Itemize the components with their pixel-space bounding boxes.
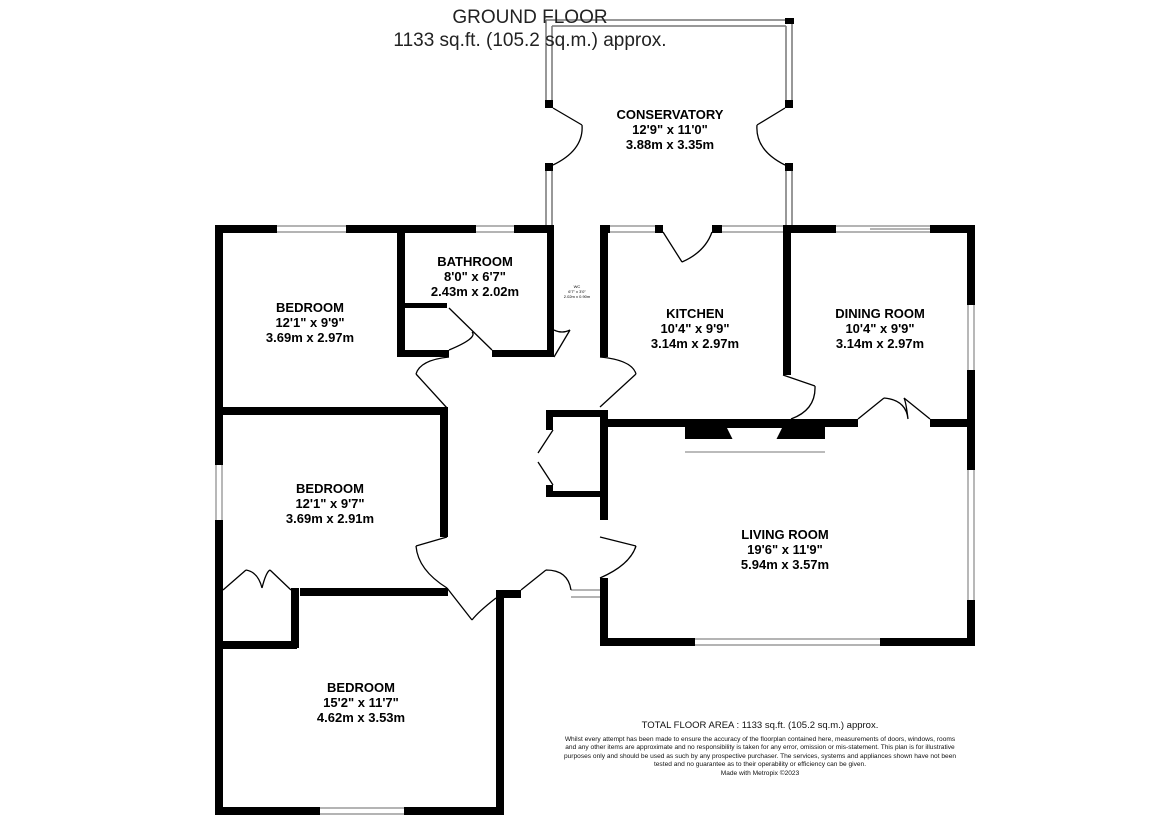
room-kitchen: KITCHEN 10'4" x 9'9" 3.14m x 2.97m bbox=[620, 306, 770, 351]
room-metric: 3.14m x 2.97m bbox=[650, 336, 740, 351]
room-conservatory: CONSERVATORY 12'9" x 11'0" 3.88m x 3.35m bbox=[590, 107, 750, 152]
room-metric: 4.62m x 3.53m bbox=[316, 710, 406, 725]
room-imperial: 12'9" x 11'0" bbox=[632, 122, 708, 137]
room-name: BATHROOM bbox=[437, 254, 513, 269]
plan-footer: TOTAL FLOOR AREA : 1133 sq.ft. (105.2 sq… bbox=[560, 720, 960, 778]
room-name: DINING ROOM bbox=[835, 306, 925, 321]
disclaimer: Whilst every attempt has been made to en… bbox=[563, 736, 957, 769]
room-imperial: 12'1" x 9'9" bbox=[275, 315, 345, 330]
room-living-room: LIVING ROOM 19'6" x 11'9" 5.94m x 3.57m bbox=[705, 527, 865, 572]
room-imperial: 10'4" x 9'9" bbox=[660, 321, 730, 336]
conservatory-wall-stubs bbox=[545, 18, 794, 171]
windows bbox=[215, 225, 975, 815]
room-name: BEDROOM bbox=[327, 680, 395, 695]
room-bedroom-3: BEDROOM 15'2" x 11'7" 4.62m x 3.53m bbox=[286, 680, 436, 725]
room-dining-room: DINING ROOM 10'4" x 9'9" 3.14m x 2.97m bbox=[800, 306, 960, 351]
room-imperial: 15'2" x 11'7" bbox=[323, 695, 399, 710]
floor-area: 1133 sq.ft. (105.2 sq.m.) approx. bbox=[393, 30, 667, 51]
room-bedroom-1: BEDROOM 12'1" x 9'9" 3.69m x 2.97m bbox=[235, 300, 385, 345]
room-name: BEDROOM bbox=[276, 300, 344, 315]
room-metric: 2.43m x 2.02m bbox=[430, 284, 520, 299]
room-name: CONSERVATORY bbox=[616, 107, 724, 122]
room-metric: 5.94m x 3.57m bbox=[740, 557, 830, 572]
room-name: LIVING ROOM bbox=[741, 527, 829, 542]
room-imperial: 19'6" x 11'9" bbox=[747, 542, 823, 557]
room-metric: 2.02m x 0.90m bbox=[563, 294, 591, 299]
room-imperial: 6'7" x 3'0" bbox=[568, 289, 586, 294]
doors bbox=[222, 231, 931, 621]
room-bedroom-2: BEDROOM 12'1" x 9'7" 3.69m x 2.91m bbox=[255, 481, 405, 526]
made-with-credit: Made with Metropix ©2023 bbox=[720, 769, 800, 777]
floor-title: GROUND FLOOR bbox=[452, 7, 608, 28]
fireplace bbox=[727, 428, 782, 440]
room-imperial: 10'4" x 9'9" bbox=[845, 321, 915, 336]
room-imperial: 8'0" x 6'7" bbox=[444, 269, 506, 284]
room-imperial: 12'1" x 9'7" bbox=[295, 496, 365, 511]
room-metric: 3.69m x 2.91m bbox=[285, 511, 375, 526]
room-name: BEDROOM bbox=[296, 481, 364, 496]
room-name: KITCHEN bbox=[666, 306, 724, 321]
room-metric: 3.88m x 3.35m bbox=[625, 137, 715, 152]
conservatory-doors bbox=[552, 107, 786, 166]
conservatory-glazing bbox=[545, 19, 793, 228]
room-metric: 3.14m x 2.97m bbox=[835, 336, 925, 351]
room-metric: 3.69m x 2.97m bbox=[265, 330, 355, 345]
room-bathroom: BATHROOM 8'0" x 6'7" 2.43m x 2.02m bbox=[405, 254, 545, 299]
total-floor-area: TOTAL FLOOR AREA : 1133 sq.ft. (105.2 sq… bbox=[641, 720, 879, 731]
room-name: WC bbox=[573, 284, 581, 289]
room-wc: WC 6'7" x 3'0" 2.02m x 0.90m bbox=[554, 284, 600, 299]
